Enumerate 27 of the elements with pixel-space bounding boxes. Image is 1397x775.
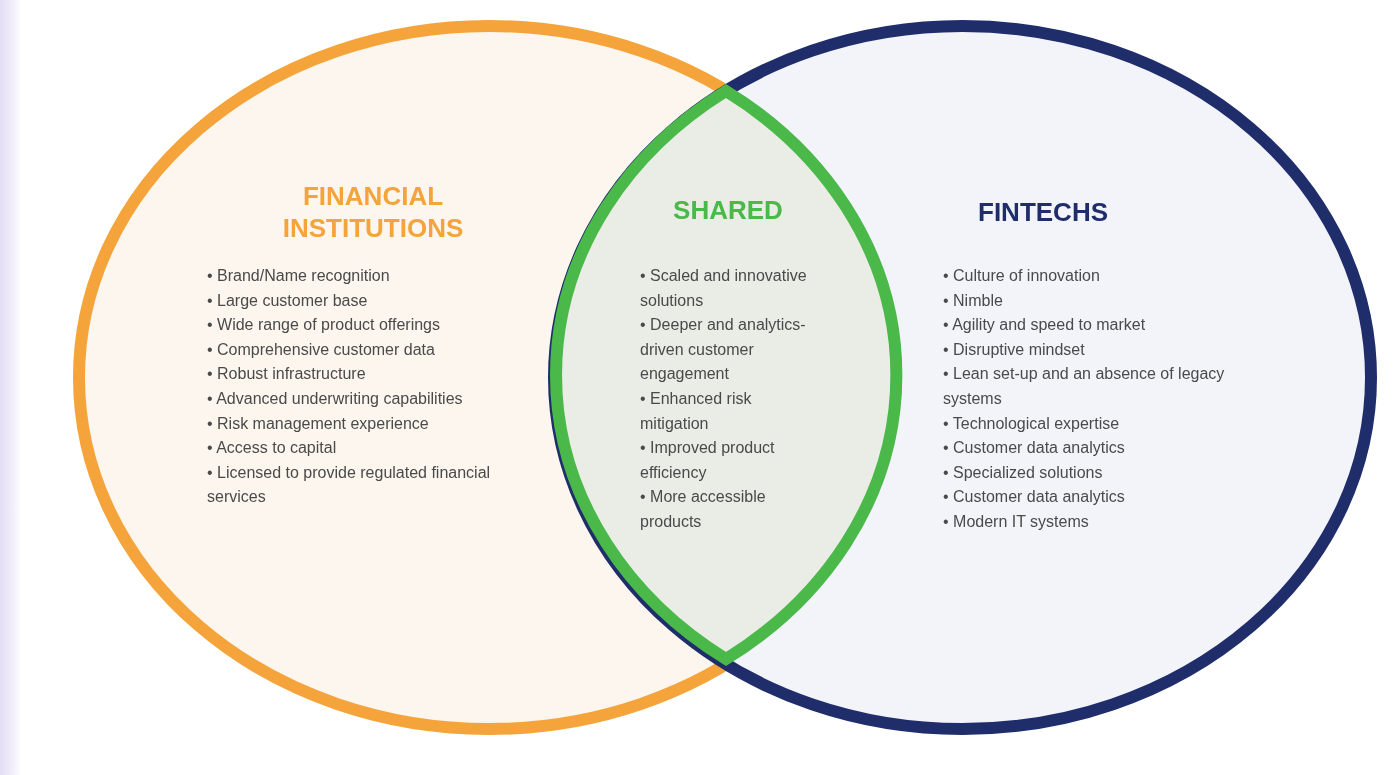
list-item: • Advanced underwriting capabilities: [207, 388, 464, 409]
heading: FINTECHS: [977, 196, 1109, 228]
list-item: • Modern IT systems: [943, 511, 1090, 532]
list-item: • Enhanced risk mitigation: [640, 388, 753, 434]
heading: SHARED: [672, 194, 784, 226]
list-item: • Robust infrastructure: [207, 364, 367, 385]
list-item: • Lean set-up and an absence of legacy systems: [943, 364, 1226, 409]
list-item: • Comprehensive customer data: [207, 339, 436, 360]
list-item: • Large customer base: [207, 290, 369, 311]
list-item: • Risk management experience: [207, 413, 430, 434]
list-item: • Specialized solutions: [943, 462, 1104, 483]
list-item: • Customer data analytics: [943, 438, 1126, 459]
list-item: • More accessible products: [640, 487, 767, 532]
list-item: • Improved product efficiency: [640, 438, 776, 483]
list-item: • Deeper and analytics-driven customer engagement: [640, 315, 807, 385]
list-item: • Brand/Name recognition: [207, 266, 391, 286]
list-item: • Wide range of product offerings: [207, 315, 441, 336]
list-item: • Agility and speed to market: [943, 315, 1147, 336]
list-item: • Access to capital: [207, 438, 338, 459]
list-item: • Licensed to provide regulated financial services: [207, 462, 492, 508]
list-item: • Nimble: [943, 290, 1004, 311]
list-item: • Disruptive mindset: [943, 339, 1086, 360]
list-item: • Customer data analytics: [943, 487, 1126, 508]
list-item: • Culture of innovation: [943, 266, 1101, 286]
heading: FINANCIAL INSTITUTIONS: [281, 180, 465, 244]
list-item: • Technological expertise: [943, 413, 1121, 434]
list-item: • Scaled and innovative solutions: [640, 266, 808, 311]
